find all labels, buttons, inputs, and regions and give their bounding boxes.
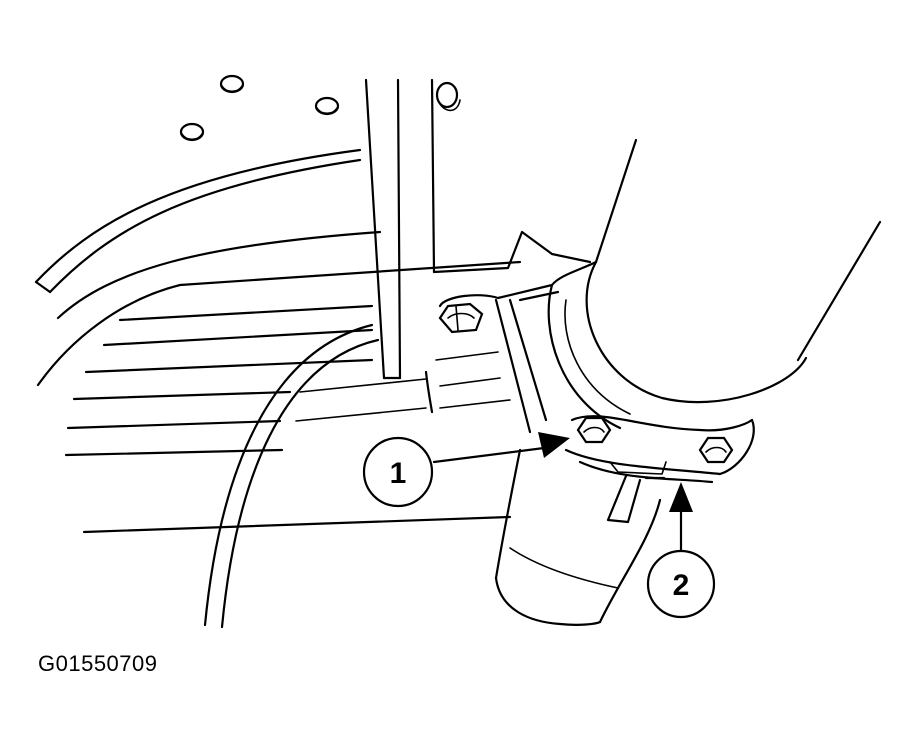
- clamp: [564, 415, 755, 524]
- underbody-panel: [34, 148, 522, 534]
- callout-2-number: 2: [673, 569, 690, 602]
- callout-1: 1: [362, 432, 570, 508]
- figure-code: G01550709: [38, 651, 158, 676]
- hanger-nut: [438, 302, 484, 334]
- cable: [203, 323, 380, 629]
- rivet-heads: [179, 74, 461, 142]
- hanger-bracket: [432, 230, 592, 434]
- exhaust-pipe-upper: [547, 138, 882, 430]
- exhaust-pipe-lower: [494, 448, 662, 626]
- callout-1-number: 1: [390, 457, 407, 490]
- clamp-bolt-right: [698, 436, 734, 464]
- vertical-bracket: [364, 78, 436, 380]
- callout-2: 2: [646, 482, 716, 619]
- clamp-bolt-left: [576, 416, 612, 444]
